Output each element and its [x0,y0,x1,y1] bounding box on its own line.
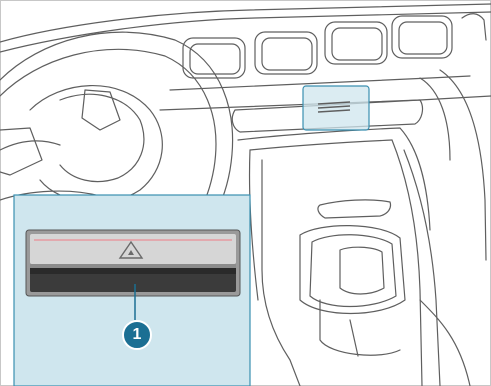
highlight-marker [303,86,369,130]
callout-1-circle [123,321,151,349]
hazard-switch-detail [26,230,240,296]
